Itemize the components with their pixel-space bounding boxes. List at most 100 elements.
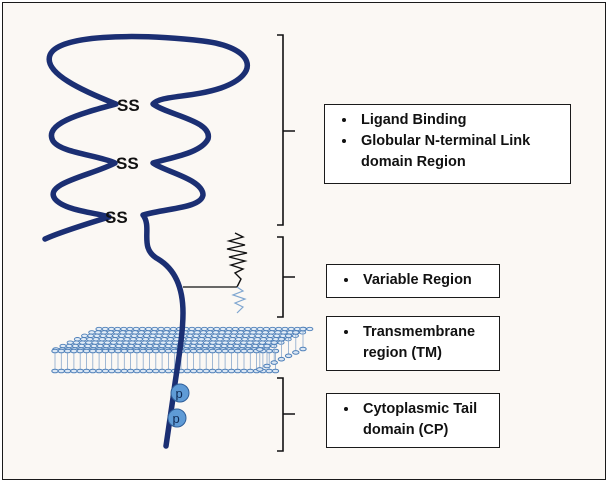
lipid-molecule: [277, 336, 286, 362]
lipid-head: [92, 337, 100, 342]
glycan-chain-light: [231, 286, 247, 314]
protein-chain: [42, 33, 250, 449]
lipid-head: [220, 343, 228, 349]
lipid-head: [102, 343, 110, 349]
lipid-head: [194, 326, 202, 332]
lipid-head: [95, 326, 103, 332]
lipid-head: [120, 326, 128, 332]
lipid-head: [149, 333, 157, 338]
region-label-variable: Variable Region: [326, 264, 500, 298]
lipid-head: [79, 340, 87, 345]
lipid-molecule: [256, 347, 264, 372]
lipid-head: [233, 343, 241, 349]
lipid-head: [171, 343, 179, 349]
region-label-transmembrane: Transmembrane region (TM): [326, 316, 500, 371]
phospho-label: p: [173, 411, 180, 426]
lipid-head: [262, 326, 270, 332]
lipid-head: [124, 333, 132, 338]
lipid-head: [250, 326, 258, 332]
lipid-head: [218, 330, 226, 335]
lipid-head: [111, 337, 119, 342]
lipid-head: [138, 326, 146, 332]
lipid-head: [185, 337, 193, 342]
lipid-head: [122, 340, 130, 345]
lipid-molecule: [208, 348, 217, 374]
lipid-head: [251, 343, 259, 349]
lipid-head: [65, 343, 73, 349]
lipid-molecule: [183, 348, 191, 374]
lipid-head: [143, 333, 151, 338]
region-item: Ligand Binding: [357, 110, 562, 131]
lipid-molecule: [221, 348, 229, 374]
lipid-head: [87, 333, 95, 338]
lipid-molecule: [215, 348, 223, 374]
lipid-head: [203, 340, 211, 345]
region-label-cytoplasmic-tail: Cytoplasmic Tail domain (CP): [326, 393, 500, 448]
lipid-head: [192, 333, 200, 338]
lipid-head: [101, 326, 109, 332]
lipid-molecule: [101, 348, 110, 374]
lipid-head: [208, 343, 216, 349]
lipid-head: [267, 333, 275, 338]
lipid-head: [117, 337, 125, 342]
lipid-molecule: [139, 348, 147, 374]
lipid-head: [183, 343, 191, 349]
lipid-molecule: [63, 348, 72, 374]
lipid-head: [165, 340, 173, 345]
lipid-head: [222, 337, 230, 342]
lipid-head: [81, 333, 89, 338]
lipid-head: [242, 333, 250, 338]
lipid-head: [214, 343, 222, 349]
lipid-head: [163, 326, 171, 332]
disulfide-bond-label: SS: [116, 154, 139, 173]
lipid-head: [281, 326, 289, 332]
lipid-molecule: [145, 348, 154, 374]
lipid-head: [131, 330, 139, 335]
lipid-head: [241, 337, 249, 342]
lipid-head: [86, 337, 94, 342]
phosphorylation-site: p: [170, 383, 190, 403]
lipid-head: [85, 340, 93, 345]
lipid-head: [245, 343, 253, 349]
lipid-head: [225, 326, 233, 332]
lipid-head: [227, 340, 235, 345]
lipid-head: [98, 337, 106, 342]
lipid-head: [71, 343, 79, 349]
lipid-head: [107, 326, 115, 332]
lipid-head: [229, 333, 237, 338]
lipid-head: [244, 326, 252, 332]
lipid-head: [168, 330, 176, 335]
lipid-molecule: [196, 348, 204, 374]
lipid-head: [66, 340, 74, 345]
lipid-head: [129, 337, 137, 342]
glycosylation-side-chain: [183, 232, 248, 314]
lipid-head: [154, 337, 162, 342]
lipid-head: [206, 330, 214, 335]
region-item: Variable Region: [359, 270, 491, 291]
lipid-head: [119, 330, 127, 335]
lipid-head: [133, 343, 141, 349]
lipid-head: [268, 330, 276, 335]
lipid-head: [246, 340, 254, 345]
lipid-head: [109, 343, 117, 349]
lipid-head: [230, 330, 238, 335]
lipid-head: [150, 330, 158, 335]
lipid-head: [231, 326, 239, 332]
lipid-head: [144, 330, 152, 335]
lipid-head: [236, 333, 244, 338]
lipid-head: [234, 340, 242, 345]
lipid-head: [115, 343, 123, 349]
bracket-cytoplasmic-tail: [277, 377, 295, 452]
lipid-head: [252, 340, 260, 345]
lipid-head: [259, 337, 267, 342]
lipid-head: [269, 326, 277, 332]
lipid-head: [121, 343, 129, 349]
lipid-head: [162, 330, 170, 335]
lipid-molecule: [51, 348, 59, 374]
lipid-head: [146, 343, 154, 349]
lipid-head: [237, 330, 245, 335]
lipid-head: [96, 343, 104, 349]
lipid-head: [209, 340, 217, 345]
lipid-molecule: [189, 348, 198, 374]
lipid-head: [153, 340, 161, 345]
